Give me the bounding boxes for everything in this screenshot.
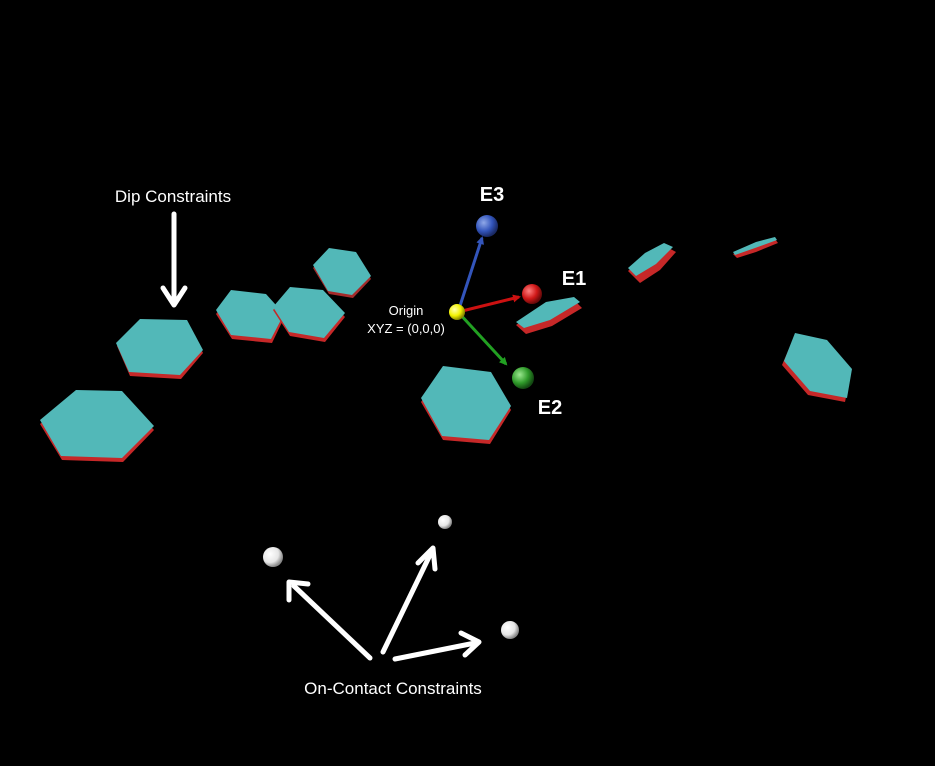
origin-sphere: [449, 304, 465, 320]
e3-label: E3: [480, 184, 504, 206]
dip-hexagon: [273, 287, 345, 342]
e2-label: E2: [538, 397, 562, 419]
contact-pointer-arrow: [380, 545, 438, 655]
on-contact-constraints-label: On-Contact Constraints: [304, 679, 482, 698]
dip-hexagon: [40, 390, 154, 462]
contact-pointer-arrow: [392, 630, 482, 662]
on-contact-points: [263, 515, 519, 639]
e2-axis-arrow: [456, 310, 508, 366]
e1-sphere: [522, 284, 542, 304]
contact-point-sphere: [263, 547, 283, 567]
dip-hexagon: [782, 333, 852, 402]
dip-constraints-label: Dip Constraints: [115, 187, 231, 206]
dip-hexagon: [628, 243, 676, 283]
contact-point-sphere: [438, 515, 452, 529]
contact-point-sphere: [501, 621, 519, 639]
dip-hexagon: [516, 297, 582, 334]
e2-sphere: [512, 367, 534, 389]
dip-constraint-hexagons: [40, 237, 852, 462]
dip-hexagon: [313, 248, 371, 298]
dip-hexagon: [216, 290, 284, 343]
dip-pointer-arrow: [160, 211, 188, 308]
dip-hexagon: [116, 319, 203, 379]
e1-axis-arrow: [457, 294, 521, 314]
e3-sphere: [476, 215, 498, 237]
contact-pointer-arrow: [286, 579, 373, 661]
dip-hexagon: [733, 237, 778, 258]
annotation-arrows: [160, 211, 482, 662]
e1-label: E1: [562, 268, 586, 290]
e3-axis-arrow: [456, 236, 484, 313]
origin-xyz-label: XYZ = (0,0,0): [367, 321, 445, 336]
origin-label: Origin: [389, 303, 424, 318]
coordinate-axes: [449, 215, 542, 389]
dip-hexagon: [421, 366, 511, 444]
